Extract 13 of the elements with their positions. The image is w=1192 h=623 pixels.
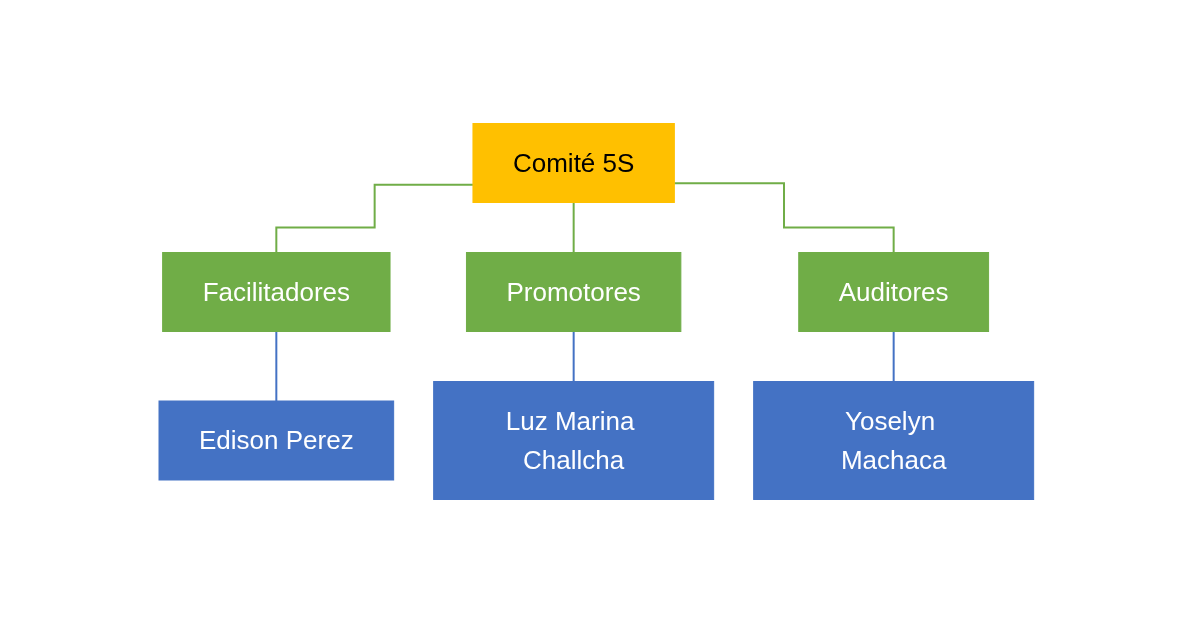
node-box: Promotores [465,252,681,332]
node-box: Yoselyn Machaca [752,381,1034,500]
connector [275,183,474,254]
node-box: Comité 5S [472,123,675,203]
node-box: Edison Perez [158,400,394,481]
connector [572,330,575,383]
node-box: Facilitadores [161,252,391,332]
connector [572,201,575,254]
connector [673,182,895,254]
connector [892,330,895,383]
connector [275,330,277,402]
node-box: Auditores [797,252,989,332]
node-box: Luz Marina Challcha [432,381,714,500]
